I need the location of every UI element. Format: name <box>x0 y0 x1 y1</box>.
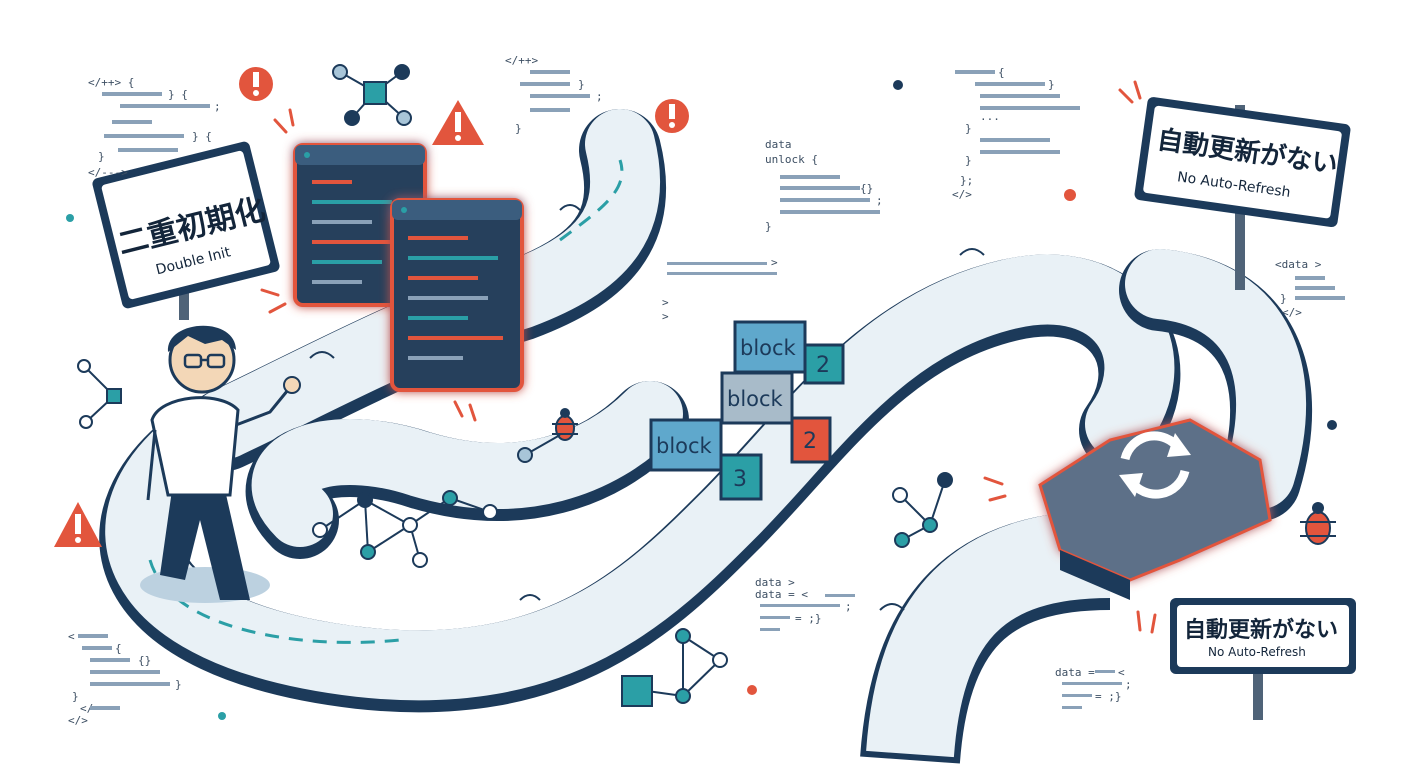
snippet-line: </> <box>952 188 972 201</box>
snippet-line: { <box>998 66 1005 79</box>
decor-dots <box>66 80 1337 720</box>
snippet-line: </ <box>80 702 93 715</box>
snippet-line: <data > <box>1275 258 1322 271</box>
node-graph <box>892 472 953 548</box>
snippet-line: < <box>68 630 75 643</box>
snippet-line: ; <box>876 194 883 207</box>
sign-no-refresh-bottom: 自動更新がない No Auto-Refresh <box>1170 598 1356 720</box>
snippet-line: }; <box>960 174 973 187</box>
snippet-line: > <box>771 256 778 269</box>
snippet-line: } <box>1048 78 1055 91</box>
warning-triangle-icon <box>432 100 484 145</box>
node-graph <box>77 359 122 429</box>
block-2: block 2 <box>720 371 832 464</box>
block-2-label: block <box>727 387 784 411</box>
snippet-line: </> <box>1282 306 1302 319</box>
snippet-line: } <box>175 678 182 691</box>
alert-circle-icon <box>239 67 273 101</box>
snippet-line: } <box>765 220 772 233</box>
bug-icon <box>1300 502 1336 545</box>
alert-rays <box>260 80 1157 634</box>
block-2-number: 2 <box>803 429 817 454</box>
block-1: block 2 <box>733 320 845 385</box>
code-snippet-top-left: </++> { } { ; } { } </---> <box>88 76 221 179</box>
road-gap <box>1038 418 1272 600</box>
block-3: block 3 <box>649 418 763 501</box>
snippet-line: } <box>578 78 585 91</box>
sign-no-refresh-top: 自動更新がない No Auto-Refresh <box>1134 97 1351 290</box>
developer-figure <box>140 325 301 603</box>
snippet-line: data > <box>755 576 795 589</box>
snippet-line: } <box>72 690 79 703</box>
snippet-line: unlock { <box>765 153 818 166</box>
snippet-line: } <box>1280 292 1287 305</box>
snippet-line: } { <box>192 130 212 143</box>
snippet-line: data <box>765 138 792 151</box>
snippet-line: ; <box>845 600 852 613</box>
snippet-line: } { <box>168 88 188 101</box>
snippet-line: } <box>515 122 522 135</box>
snippet-line: { <box>115 642 122 655</box>
snippet-line: data = <box>1055 666 1095 679</box>
block-3-number: 3 <box>733 467 747 492</box>
snippet-line: } <box>965 154 972 167</box>
snippet-line: ; <box>214 100 221 113</box>
code-snippet-top-right: { } ... } } }; </> <box>952 66 1080 201</box>
code-snippet-center-mid: > > > <box>662 256 778 323</box>
snippet-line: = ;} <box>795 612 822 625</box>
snippet-line: </++> <box>505 54 538 67</box>
node-graph <box>312 490 498 568</box>
code-snippet-bottom-left: < { {} } } </ </> <box>68 630 182 727</box>
alert-circle-icon <box>655 99 689 133</box>
node-graph <box>332 64 412 126</box>
snippet-line: {} <box>860 182 873 195</box>
block-3-label: block <box>656 434 713 458</box>
bug-icon <box>552 408 578 441</box>
snippet-line: < <box>1118 666 1125 679</box>
code-snippet-bottom-right: data = < ; = ;} <box>1055 666 1132 709</box>
block-1-label: block <box>740 336 797 360</box>
snippet-line: } <box>98 150 105 163</box>
snippet-line: > <box>662 310 669 323</box>
snippet-line: {} <box>138 654 151 667</box>
warning-triangle-icon <box>54 502 102 547</box>
code-snippet-right-mid: <data > } </> <box>1275 258 1345 319</box>
sign-double-init: 二重初期化 Double Init <box>92 141 280 320</box>
block-1-number: 2 <box>816 353 830 378</box>
snippet-line: = ;} <box>1095 690 1122 703</box>
sign-bottom-title: 自動更新がない <box>1184 617 1338 643</box>
node-graph <box>517 434 561 463</box>
snippet-line: > <box>662 296 669 309</box>
snippet-line: ; <box>596 90 603 103</box>
snippet-line: </++> { <box>88 76 134 89</box>
code-snippet-bottom-center: data > data = < ; = ;} <box>755 576 855 631</box>
code-window-front <box>390 198 524 392</box>
snippet-line: ... <box>980 110 1000 123</box>
refresh-icon <box>1119 431 1191 499</box>
snippet-line: </---> <box>88 166 128 179</box>
code-snippet-data-unlock: data unlock { {} ; } <box>765 138 883 233</box>
node-graph <box>621 628 728 707</box>
sign-bottom-subtitle: No Auto-Refresh <box>1208 645 1306 659</box>
snippet-line: data = < <box>755 588 808 601</box>
snippet-line: ; <box>1125 678 1132 691</box>
snippet-line: </> <box>68 714 88 727</box>
snippet-line: } <box>965 122 972 135</box>
code-snippet-top-center: </++> } ; } <box>505 54 603 135</box>
